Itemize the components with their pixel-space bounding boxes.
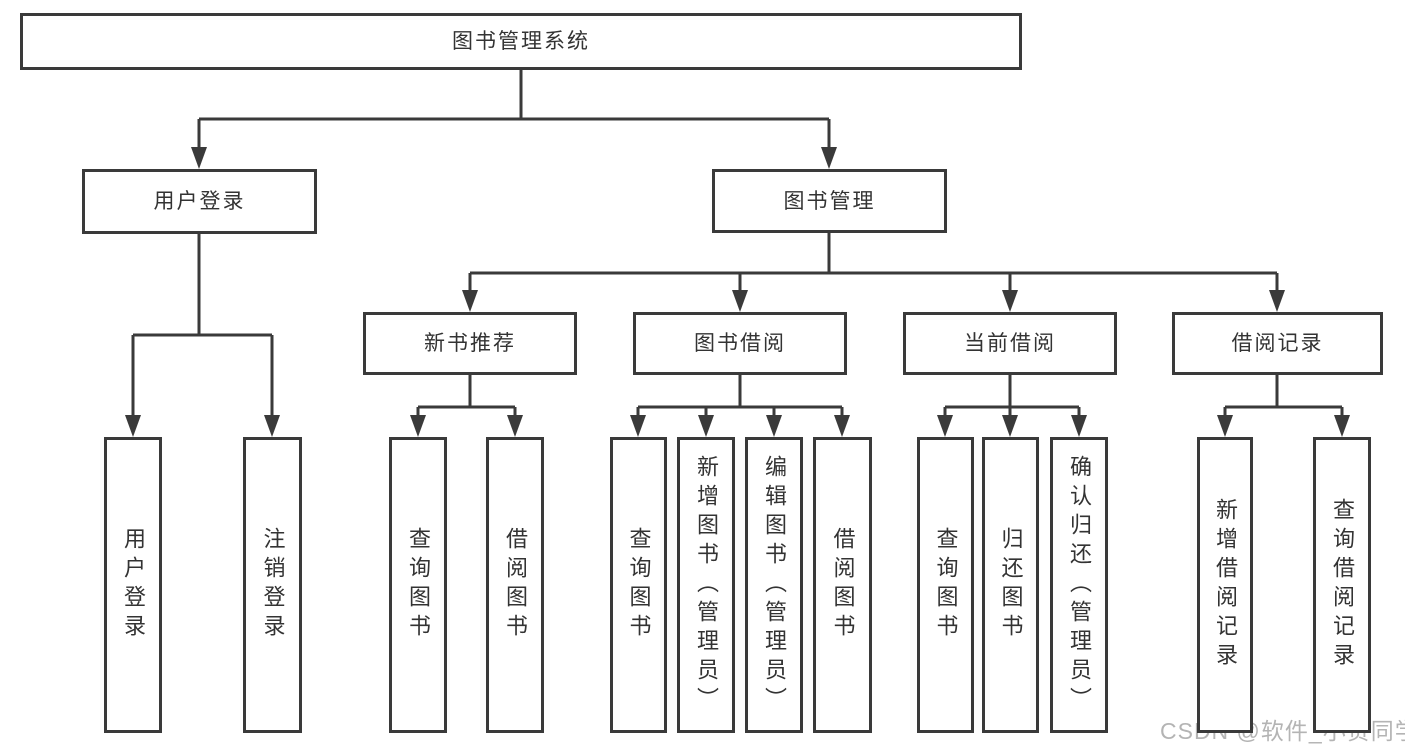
node-book-management: 图书管理 (712, 169, 947, 233)
arrowhead-icon (264, 415, 280, 437)
arrowhead-icon (834, 415, 850, 437)
node-borrow-records: 借阅记录 (1172, 312, 1383, 375)
node-return-books: 归还图书 (982, 437, 1039, 733)
node-edit-books-admin: 编辑图书（管理员） (745, 437, 803, 733)
edge-line (197, 70, 831, 151)
node-label: 用户登录 (153, 190, 246, 213)
edge-line (468, 233, 1279, 294)
node-label: 借阅记录 (1231, 332, 1324, 355)
node-label: 确认归还（管理员） (1067, 454, 1092, 716)
arrowhead-icon (462, 290, 478, 312)
node-borrow-books-1: 借阅图书 (486, 437, 544, 733)
arrowhead-icon (507, 415, 523, 437)
node-add-books-admin: 新增图书（管理员） (677, 437, 735, 733)
node-label: 查询图书 (626, 527, 652, 643)
arrowhead-icon (410, 415, 426, 437)
arrowhead-icon (766, 415, 782, 437)
node-root: 图书管理系统 (20, 13, 1022, 70)
edge-line (636, 375, 844, 419)
node-logout: 注销登录 (243, 437, 302, 733)
arrowhead-icon (630, 415, 646, 437)
node-label: 图书借阅 (694, 332, 786, 355)
node-label: 注销登录 (260, 527, 286, 643)
node-book-borrowing: 图书借阅 (633, 312, 847, 375)
arrowhead-icon (732, 290, 748, 312)
arrowhead-icon (1334, 415, 1350, 437)
node-label: 图书管理 (783, 189, 876, 213)
node-label: 新增图书（管理员） (694, 454, 719, 716)
edge-line (1223, 375, 1344, 419)
node-label: 编辑图书（管理员） (762, 454, 787, 716)
node-label: 当前借阅 (964, 332, 1056, 355)
arrowhead-icon (698, 415, 714, 437)
node-user-login: 用户登录 (82, 169, 317, 234)
node-query-books-1: 查询图书 (389, 437, 447, 733)
node-query-books-3: 查询图书 (917, 437, 974, 733)
node-label: 查询图书 (933, 527, 959, 643)
node-label: 新书推荐 (424, 332, 516, 355)
node-new-book-recommend: 新书推荐 (363, 312, 577, 375)
node-label: 借阅图书 (503, 527, 528, 643)
node-confirm-return-admin: 确认归还（管理员） (1050, 437, 1108, 733)
arrowhead-icon (1217, 415, 1233, 437)
node-label: 图书管理系统 (452, 30, 590, 53)
node-query-borrow-record: 查询借阅记录 (1313, 437, 1371, 733)
node-borrow-books-2: 借阅图书 (813, 437, 872, 733)
node-label: 用户登录 (121, 527, 146, 643)
node-label: 新增借阅记录 (1213, 498, 1238, 672)
arrowhead-icon (191, 147, 207, 169)
arrowhead-icon (821, 147, 837, 169)
edge-line (943, 375, 1081, 419)
arrowhead-icon (937, 415, 953, 437)
arrowhead-icon (1071, 415, 1087, 437)
node-user-login-leaf: 用户登录 (104, 437, 162, 733)
node-add-borrow-record: 新增借阅记录 (1197, 437, 1253, 733)
arrowhead-icon (125, 415, 141, 437)
edge-line (131, 234, 274, 419)
node-label: 归还图书 (998, 527, 1024, 643)
arrowhead-icon (1002, 415, 1018, 437)
edge-line (416, 375, 517, 419)
arrowhead-icon (1002, 290, 1018, 312)
node-query-books-2: 查询图书 (610, 437, 667, 733)
node-current-borrowing: 当前借阅 (903, 312, 1117, 375)
node-label: 借阅图书 (830, 527, 856, 643)
node-label: 查询借阅记录 (1330, 498, 1355, 672)
arrowhead-icon (1269, 290, 1285, 312)
node-label: 查询图书 (406, 527, 431, 643)
